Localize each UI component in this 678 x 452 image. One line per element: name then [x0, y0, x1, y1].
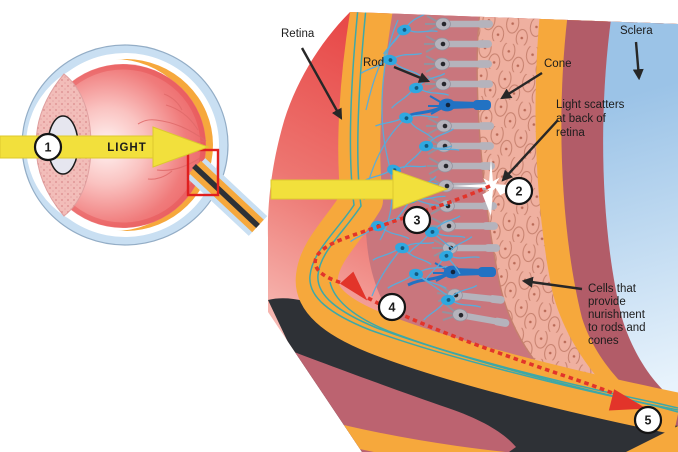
light-beam-magnified: [270, 169, 449, 210]
sclera-label: Sclera: [620, 25, 653, 37]
svg-text:retina: retina: [556, 127, 585, 139]
svg-text:to rods and: to rods and: [588, 322, 646, 334]
rod-arrow-icon: [393, 65, 431, 83]
light-label: LIGHT: [107, 142, 147, 154]
magnified-retina-view: [267, 12, 678, 452]
scatter-arrowhead-icon: [339, 271, 368, 301]
step-5-marker: 5: [633, 405, 663, 435]
step-4-marker: 4: [377, 292, 407, 322]
svg-text:cones: cones: [588, 335, 619, 347]
svg-text:3: 3: [414, 214, 421, 228]
inner-retina-band: [295, 12, 678, 435]
retina-arrow-icon: [300, 47, 343, 120]
svg-text:Light scatters: Light scatters: [556, 99, 625, 111]
magnified-region-highlight-box: [186, 148, 220, 197]
scatter-arrow-icon: [501, 119, 559, 182]
optic-nerve-exit: [186, 158, 268, 236]
sclera-arrow-icon: [632, 41, 644, 81]
svg-text:4: 4: [389, 301, 396, 315]
svg-text:nurishment: nurishment: [588, 309, 646, 321]
step-1-marker: 1: [33, 132, 63, 162]
exit-arrowhead-icon: [608, 389, 647, 411]
step-3-marker: 3: [402, 205, 432, 235]
nerve-fiber-lines: [309, 12, 678, 413]
svg-text:1: 1: [45, 141, 52, 155]
cone-label: Cone: [544, 58, 572, 70]
svg-text:2: 2: [516, 185, 523, 199]
svg-text:provide: provide: [588, 296, 626, 308]
step-2-marker: 2: [504, 176, 534, 206]
svg-text:Cells that: Cells that: [588, 283, 637, 295]
cone-arrow-icon: [500, 71, 543, 100]
retina-label: Retina: [281, 28, 315, 40]
nourish-label: Cells that provide nurishment to rods an…: [588, 283, 646, 347]
annotations: Retina Rod Cone Sclera Light scatters at…: [281, 25, 653, 347]
svg-text:5: 5: [645, 414, 652, 428]
nourish-arrow-icon: [521, 276, 583, 291]
rod-label: Rod: [363, 57, 384, 69]
sclera-layer: [603, 12, 678, 402]
scatter-label: Light scatters at back of retina: [556, 99, 625, 139]
light-scatter-starburst: [451, 158, 517, 216]
scattered-light-path: [313, 184, 647, 411]
step-markers: 1 2 3 4 5: [33, 132, 663, 435]
svg-text:at back of: at back of: [556, 113, 607, 125]
